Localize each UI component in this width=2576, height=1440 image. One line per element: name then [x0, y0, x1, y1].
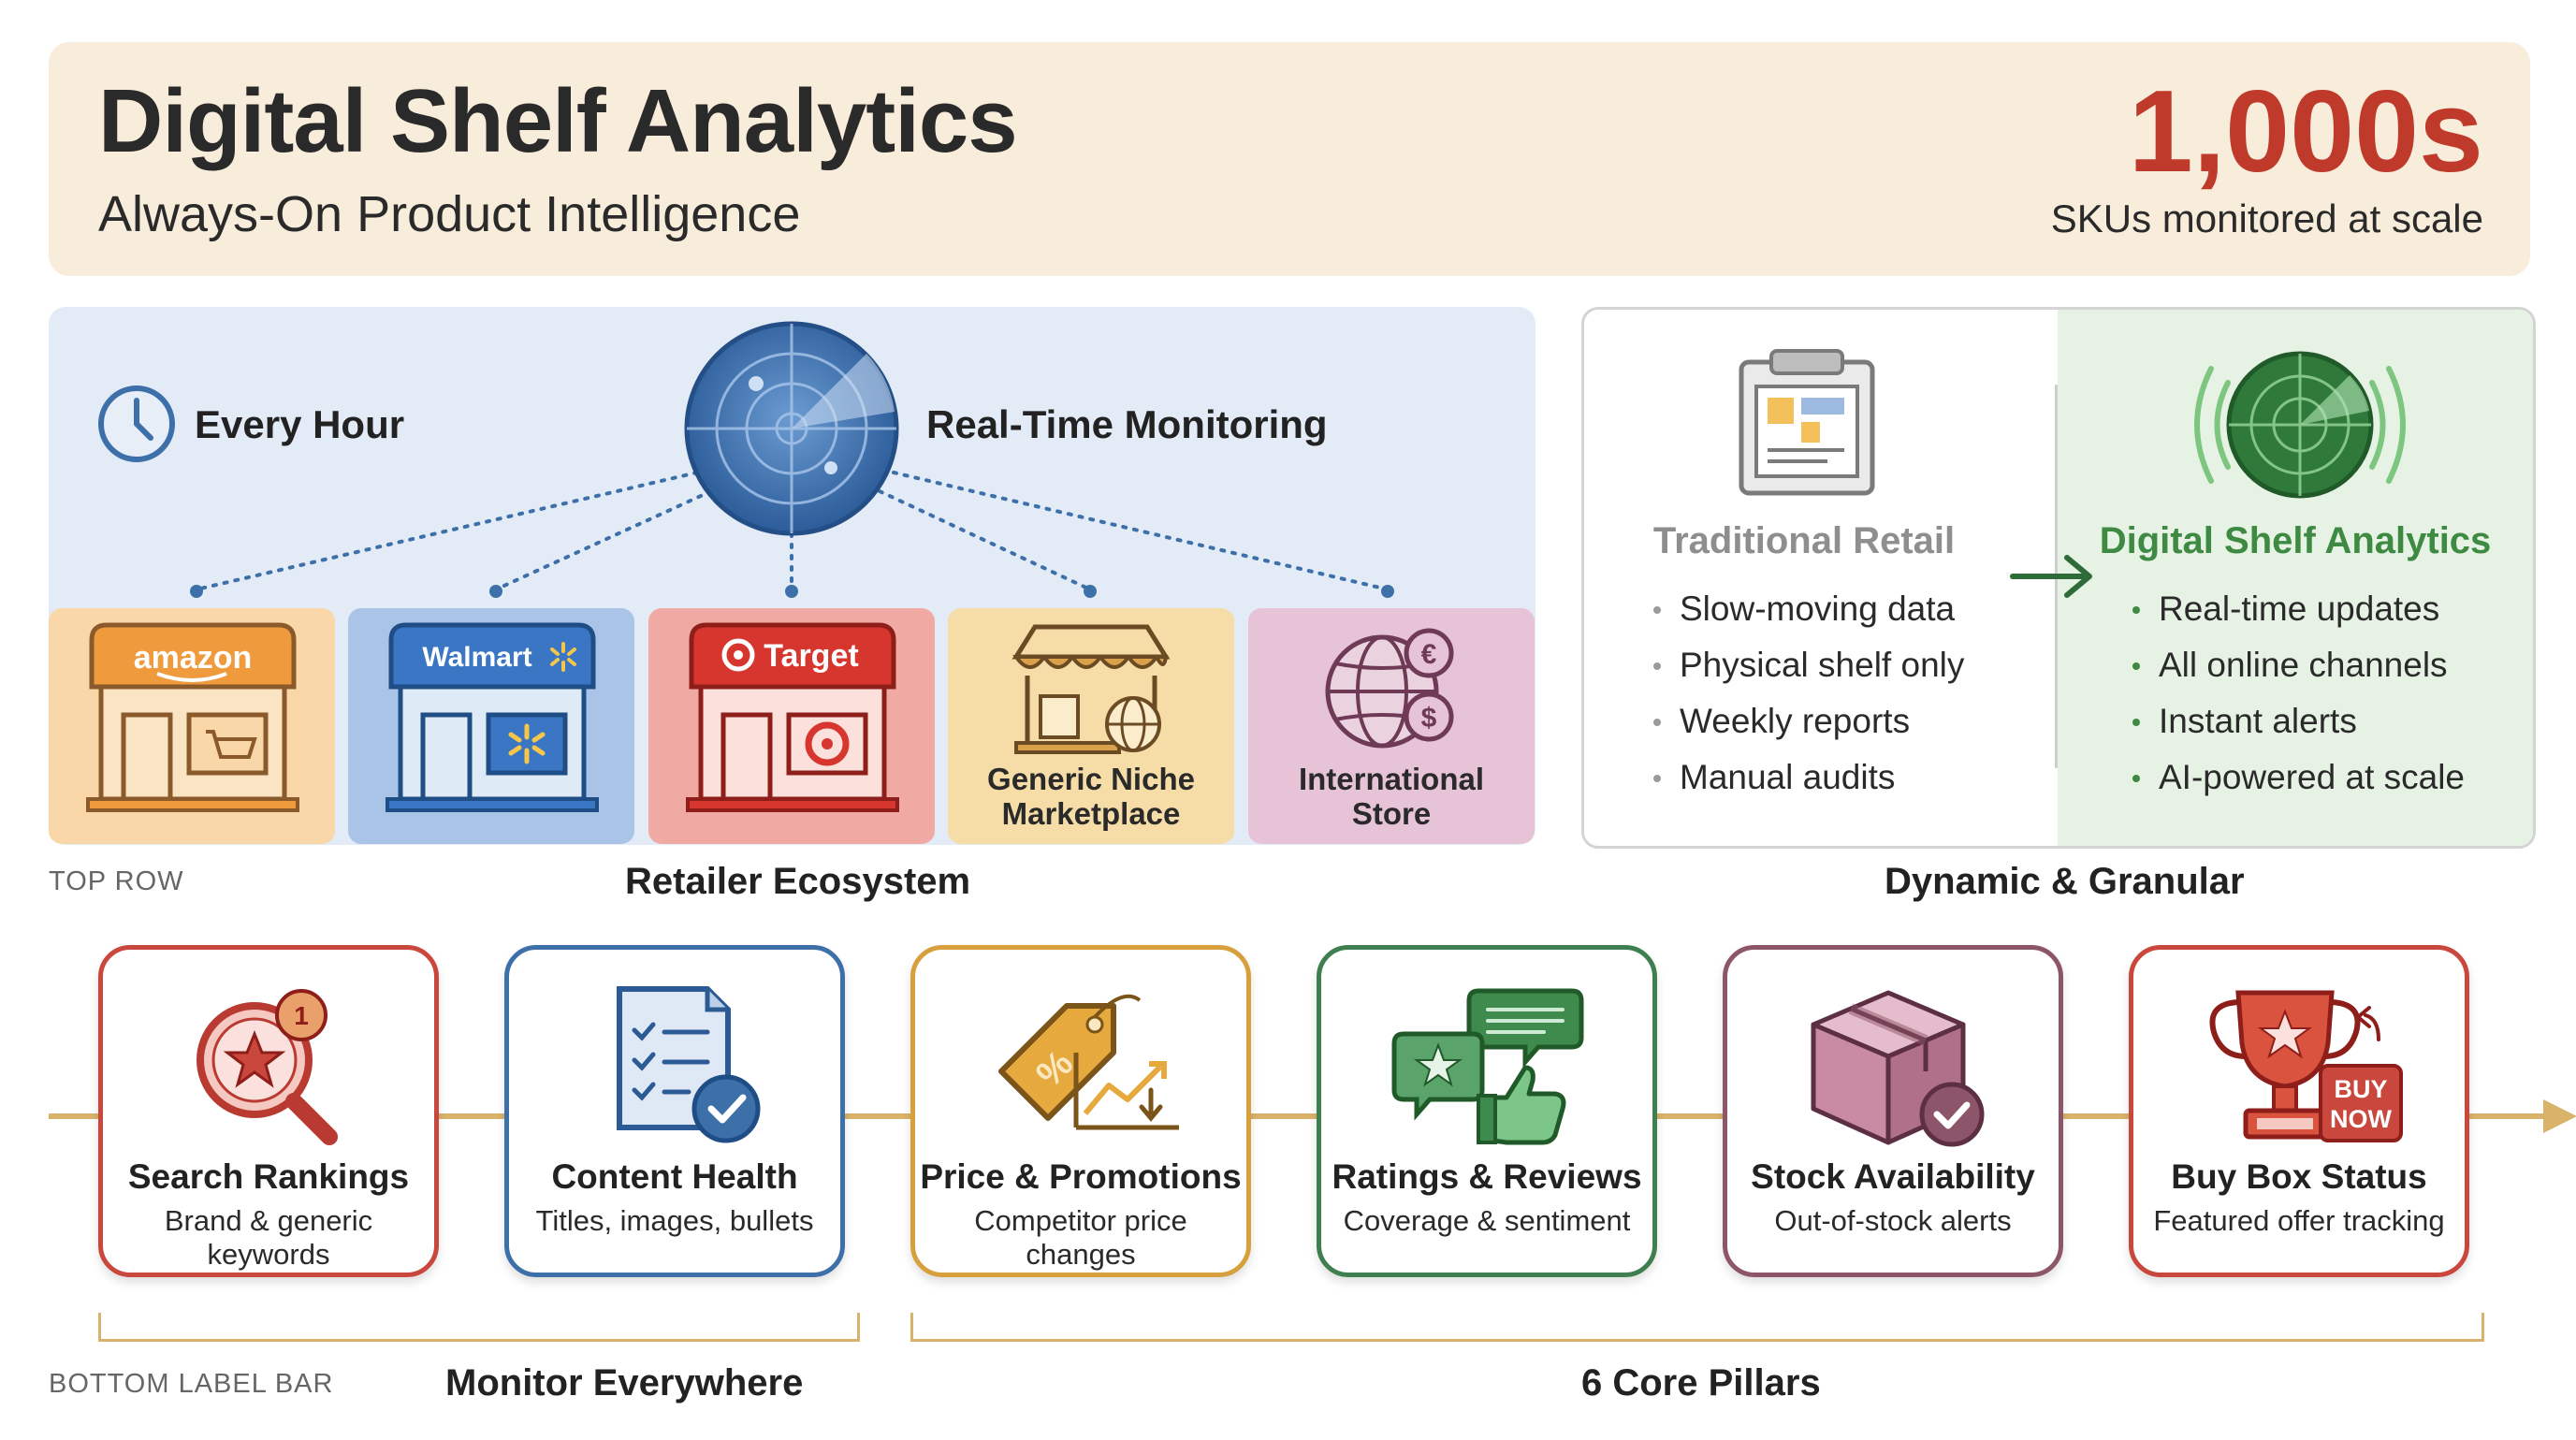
dsa-list: Real-time updates All online channels In… — [2127, 581, 2465, 806]
svg-text:1: 1 — [294, 1001, 309, 1030]
pillar-price-promotions: % Price & Promotions Competitor price ch… — [910, 945, 1251, 1277]
buy-now-line1: BUY — [2334, 1075, 2387, 1103]
international-store-label: International Store — [1298, 762, 1485, 831]
page-title: Digital Shelf Analytics — [98, 71, 1018, 171]
search-ranking-icon: 1 — [196, 989, 338, 1145]
comparison-panel: Traditional Retail Digital Shelf Analyti… — [1581, 307, 2536, 849]
store-walmart: Walmart — [348, 608, 634, 844]
generic-niche-marketplace-label: Generic Niche Marketplace — [987, 762, 1195, 831]
sku-stat-label: SKUs monitored at scale — [2050, 196, 2483, 240]
retailer-ecosystem-title: Retailer Ecosystem — [625, 861, 971, 902]
amazon-logo-text: amazon — [134, 640, 253, 676]
list-item: All online channels — [2127, 637, 2465, 693]
reviews-chat-icon — [1391, 988, 1584, 1145]
list-item: Slow-moving data — [1648, 581, 1964, 637]
page-subtitle: Always-On Product Intelligence — [98, 186, 801, 242]
timeline-arrow-icon — [2543, 1099, 2576, 1133]
list-item: Manual audits — [1648, 749, 1964, 806]
pillar-ratings-reviews: Ratings & Reviews Coverage & sentiment — [1317, 945, 1657, 1277]
monitor-everywhere-title: Monitor Everywhere — [445, 1362, 804, 1404]
pillar-title: Content Health — [551, 1157, 798, 1196]
list-item: Instant alerts — [2127, 693, 2465, 749]
pillar-title: Stock Availability — [1751, 1157, 2035, 1196]
list-item: Real-time updates — [2127, 581, 2465, 637]
pillar-subtitle: Brand & generic keywords — [164, 1204, 373, 1271]
dynamic-granular-title: Dynamic & Granular — [1885, 861, 2245, 902]
market-stall-icon — [1011, 624, 1171, 754]
pillar-search-rankings: 1 Search Rankings Brand & generic keywor… — [98, 945, 439, 1277]
pillar-subtitle: Competitor price changes — [974, 1204, 1187, 1271]
list-item: AI-powered at scale — [2127, 749, 2465, 806]
store-target: Target — [648, 608, 935, 844]
traditional-retail-heading: Traditional Retail — [1652, 520, 1956, 561]
svg-text:€: € — [1421, 639, 1437, 670]
walmart-storefront-icon: Walmart — [386, 622, 599, 812]
globe-currency-icon: € $ — [1325, 628, 1454, 749]
top-row-label: TOP ROW — [49, 866, 184, 896]
sku-stat-value: 1,000s — [2128, 67, 2483, 196]
real-time-monitoring-label: Real-Time Monitoring — [926, 402, 1328, 446]
pillar-timeline-line — [49, 1113, 2547, 1119]
stock-box-icon — [1811, 990, 1985, 1147]
pillar-title: Buy Box Status — [2171, 1157, 2427, 1196]
target-logo-text: Target — [764, 638, 858, 674]
bottom-row-label: BOTTOM LABEL BAR — [49, 1369, 334, 1399]
pillar-buy-box-status: BUY NOW Buy Box Status Featured offer tr… — [2129, 945, 2469, 1277]
svg-text:$: $ — [1421, 703, 1437, 734]
green-radar-icon — [2194, 351, 2406, 499]
target-storefront-icon: Target — [686, 622, 899, 812]
pillar-title: Search Rankings — [127, 1157, 410, 1196]
pillar-subtitle: Featured offer tracking — [2153, 1204, 2445, 1237]
buy-now-line2: NOW — [2330, 1105, 2393, 1133]
list-item: Weekly reports — [1648, 693, 1964, 749]
dsa-heading: Digital Shelf Analytics — [2099, 520, 2492, 561]
list-item: Physical shelf only — [1648, 637, 1964, 693]
amazon-storefront-icon: amazon — [86, 622, 299, 812]
store-amazon: amazon — [49, 608, 335, 844]
core-pillars-bracket — [910, 1313, 2484, 1342]
store-generic-niche-marketplace: Generic Niche Marketplace — [948, 608, 1234, 844]
every-hour-label: Every Hour — [195, 402, 405, 446]
pillar-stock-availability: Stock Availability Out-of-stock alerts — [1723, 945, 2063, 1277]
pillar-content-health: Content Health Titles, images, bullets — [504, 945, 845, 1277]
price-tag-icon: % — [998, 994, 1179, 1130]
store-international: € $ International Store — [1248, 608, 1535, 844]
pillar-subtitle: Coverage & sentiment — [1343, 1204, 1631, 1237]
header-banner — [49, 42, 2530, 276]
buy-box-trophy-icon: BUY NOW — [2209, 990, 2403, 1142]
radar-icon — [684, 321, 899, 536]
traditional-retail-list: Slow-moving data Physical shelf only Wee… — [1648, 581, 1964, 806]
monitor-everywhere-bracket — [98, 1313, 860, 1342]
content-checklist-icon — [617, 986, 761, 1143]
walmart-logo-text: Walmart — [422, 642, 531, 673]
clock-icon — [98, 385, 175, 462]
pillar-title: Ratings & Reviews — [1332, 1157, 1642, 1196]
pillar-subtitle: Out-of-stock alerts — [1774, 1204, 2012, 1237]
arrow-right-icon — [2010, 555, 2092, 598]
blueprint-clipboard-icon — [1739, 349, 1875, 496]
core-pillars-title: 6 Core Pillars — [1581, 1362, 1821, 1404]
pillar-title: Price & Promotions — [920, 1157, 1242, 1196]
pillar-subtitle: Titles, images, bullets — [535, 1204, 814, 1237]
